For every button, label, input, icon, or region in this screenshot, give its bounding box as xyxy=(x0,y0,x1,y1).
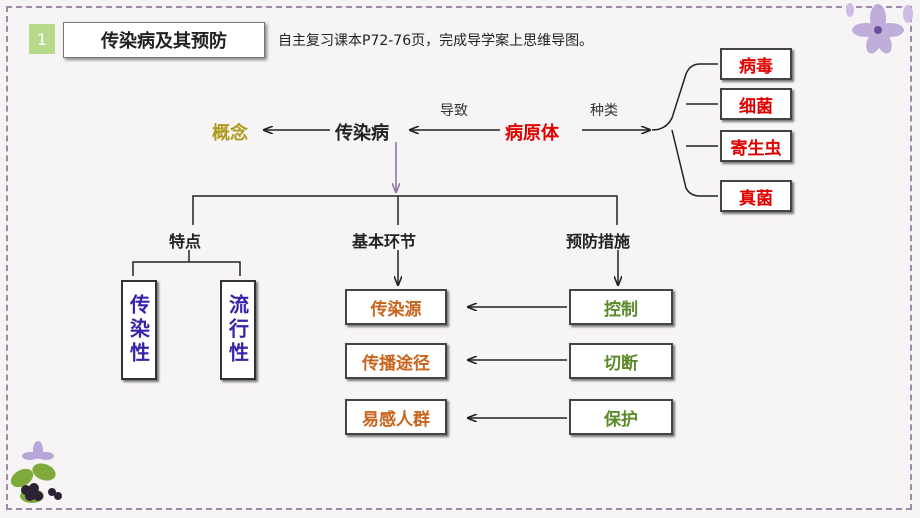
measure-box-protect: 保护 xyxy=(569,399,673,435)
brace-top xyxy=(651,63,718,131)
type-box-bacteria: 细菌 xyxy=(720,88,792,120)
feature-box-epidemic: 流行性 xyxy=(220,280,256,380)
measure-box-cut: 切断 xyxy=(569,343,673,379)
link-box-susceptible: 易感人群 xyxy=(345,399,447,435)
features-heading: 特点 xyxy=(169,232,202,251)
flower-decoration-bottom-left-icon xyxy=(10,441,62,503)
measure-box-control: 控制 xyxy=(569,289,673,325)
link-box-route: 传播途径 xyxy=(345,343,447,379)
dashed-frame xyxy=(6,6,912,510)
links-heading: 基本环节 xyxy=(352,232,417,251)
concept-label: 概念 xyxy=(212,123,248,144)
instruction-text: 自主复习课本P72-76页，完成导学案上思维导图。 xyxy=(278,33,594,49)
section-number-badge: 1 xyxy=(29,24,55,54)
type-box-virus: 病毒 xyxy=(720,48,792,80)
pathogen-node: 病原体 xyxy=(505,123,559,144)
center-node: 传染病 xyxy=(335,123,389,144)
type-box-fungi: 真菌 xyxy=(720,180,792,212)
flower-decoration-top-right-icon xyxy=(846,3,913,54)
feature-box-infectious: 传染性 xyxy=(121,280,157,380)
measures-heading: 预防措施 xyxy=(566,232,631,251)
brace-bottom xyxy=(671,129,718,197)
page-title: 传染病及其预防 xyxy=(63,22,265,58)
cause-label: 导致 xyxy=(440,103,468,119)
type-box-parasite: 寄生虫 xyxy=(720,130,792,162)
type-label: 种类 xyxy=(590,103,618,119)
link-box-source: 传染源 xyxy=(345,289,447,325)
